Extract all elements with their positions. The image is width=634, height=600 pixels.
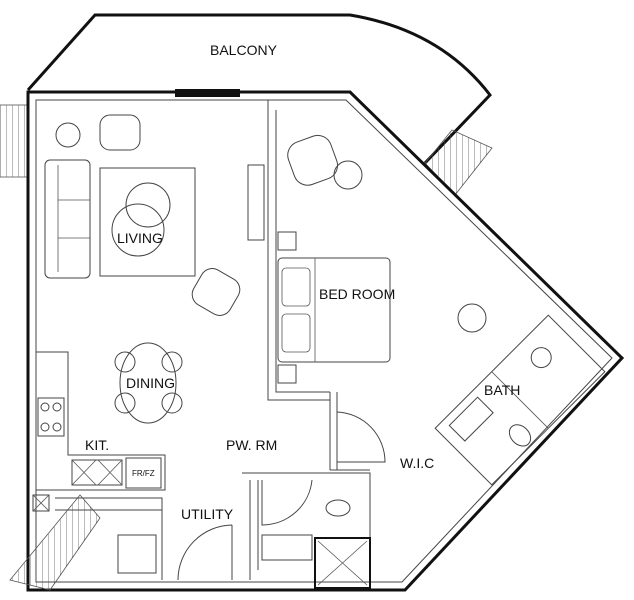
dining-chair — [114, 392, 136, 414]
nightstand-icon-2 — [277, 364, 297, 384]
basin-icon — [530, 347, 552, 369]
room-label-kitchen: KIT. — [85, 437, 109, 453]
room-label-powder-room: PW. RM — [226, 437, 277, 453]
room-label-bedroom: BED ROOM — [319, 286, 395, 302]
utility-wall — [55, 497, 163, 580]
wic-wall — [329, 392, 370, 471]
toilet-icon — [325, 499, 351, 517]
bedroom-lamp — [457, 303, 487, 333]
side-table-icon — [55, 122, 81, 148]
armchair-icon — [99, 114, 141, 151]
dining-chair — [161, 351, 183, 373]
powder-room-wall — [242, 472, 371, 580]
tv-unit — [247, 164, 265, 241]
kitchen-sink-icon — [71, 459, 123, 486]
room-label-utility: UTILITY — [181, 506, 234, 522]
hatched-wall-right — [424, 129, 493, 196]
powder-vanity — [261, 534, 313, 561]
wic-door — [336, 411, 386, 463]
room-label-bath: BATH — [484, 382, 520, 398]
bath-block — [434, 314, 606, 486]
balcony-outline — [26, 13, 492, 165]
powder-room-door — [261, 479, 313, 526]
bedroom-armchair-icon — [287, 134, 339, 186]
dining-table-icon — [119, 342, 177, 424]
room-label-wic: W.I.C — [400, 455, 434, 471]
utility-door-swing — [177, 524, 233, 581]
exterior-wall — [26, 90, 625, 592]
shower-icon — [314, 537, 371, 589]
kitchen-counter — [36, 351, 166, 491]
dining-chair — [161, 392, 183, 414]
room-label-balcony: BALCONY — [210, 42, 278, 58]
balcony-door-solid — [175, 89, 240, 97]
nightstand-icon — [277, 231, 297, 251]
room-label-living: LIVING — [117, 230, 163, 246]
fridge-freezer-label: FR/FZ — [132, 469, 155, 478]
bath-vanity — [448, 396, 494, 442]
coffee-table-icon-2 — [111, 203, 165, 257]
bedroom-side-table — [333, 160, 363, 190]
bed-icon — [277, 257, 391, 363]
bath-toilet-icon — [508, 424, 532, 447]
sofa-icon — [44, 159, 91, 279]
cooktop-icon — [37, 397, 65, 437]
bedroom-wall — [267, 100, 330, 401]
living-rug — [99, 167, 196, 277]
fridge-freezer — [125, 457, 162, 489]
dining-chair — [114, 351, 136, 373]
hatched-wall-left — [0, 104, 29, 178]
coffee-table-icon — [125, 182, 171, 228]
shaft-icon — [32, 494, 50, 512]
washer-dryer — [117, 534, 157, 574]
room-label-dining: DINING — [126, 375, 175, 391]
shaft-cross — [32, 494, 50, 512]
stair-hatch — [9, 494, 101, 591]
armchair-icon-2 — [191, 268, 241, 316]
